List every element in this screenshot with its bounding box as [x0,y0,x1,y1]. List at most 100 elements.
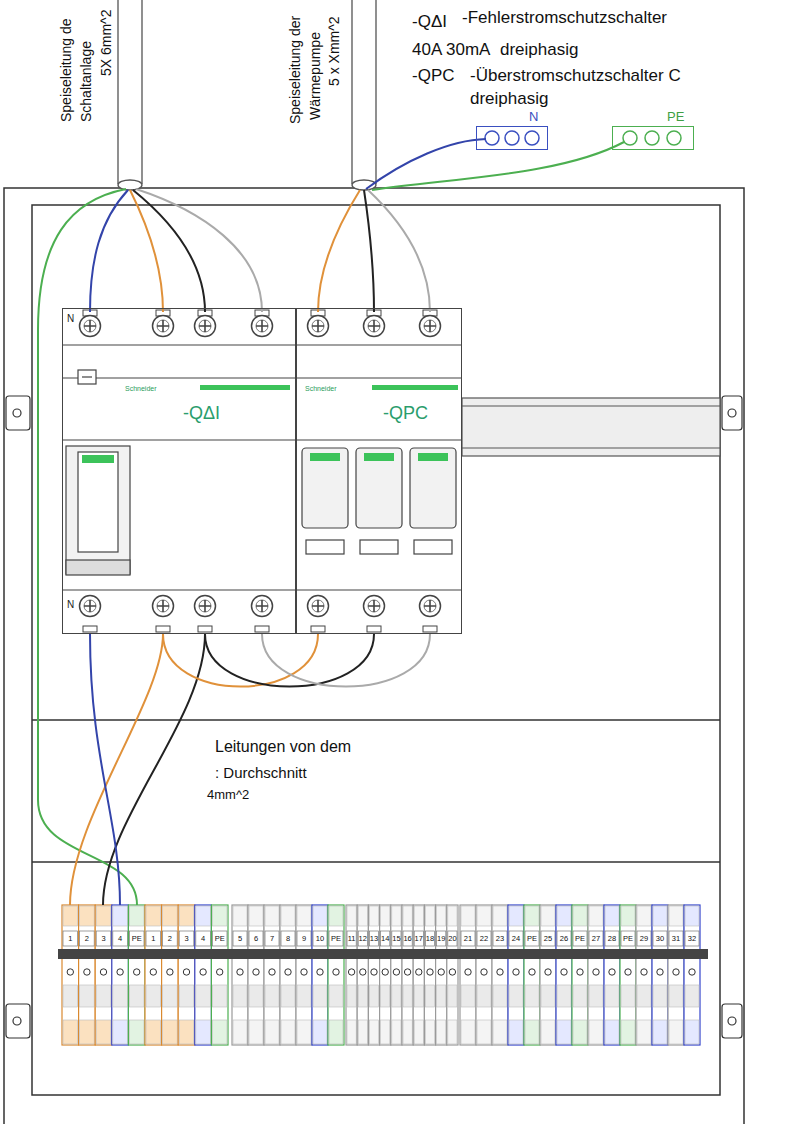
terminal-screw [183,969,189,975]
terminal-top [281,906,295,926]
terminal-body [636,905,652,1045]
terminal-number-field [281,931,295,946]
terminal-number: PE [211,931,228,946]
terminal-number: 21 [460,931,476,946]
terminal-lower [437,985,446,1007]
terminal-number-holder: PE [328,931,344,946]
breaker-device: Schneider-QPC [296,308,462,634]
terminal-lower [146,985,161,1007]
terminal-bottom [461,1020,475,1044]
terminal-number-field [573,931,587,946]
terminal-lower [557,985,571,1007]
wire-size-holder: 4mm^2 [207,788,249,803]
terminal-screw [689,969,695,975]
terminal-bottom [637,1020,651,1044]
terminal-top [589,906,603,926]
terminal-screw [217,969,223,975]
terminal-lower [448,985,457,1007]
terminal-screw [529,969,535,975]
terminal-number: 7 [264,931,280,946]
terminal-top [329,906,343,926]
terminal-number: PE [524,931,540,946]
terminal-top [113,906,128,926]
terminal-lower [637,985,651,1007]
device-tag-note: -QΔI [412,12,447,32]
device-tag-note: -QPC [412,66,455,86]
terminal-number: 2 [79,931,96,946]
terminal-number: 20 [447,931,458,946]
device-tag-holder: -QPC [383,403,428,424]
terminal-screw [438,969,444,975]
terminal-lower [477,985,491,1007]
terminal-number-holder: PE [128,931,145,946]
terminal-screw [200,969,206,975]
busbar-label-holder: N [529,110,538,125]
terminal-screw [117,969,123,975]
terminal-screw [100,969,106,975]
device-description: dreiphasig [470,89,548,109]
terminal-bottom [392,1020,401,1044]
terminal-lower [179,985,194,1007]
cable-label-holder: Speiseleitung de [58,18,74,122]
terminal-number-field [621,931,635,946]
terminal-top [196,906,211,926]
terminal-number-holder: 31 [668,931,684,946]
terminal-number: 5 [232,931,248,946]
terminal-number-holder: 22 [476,931,492,946]
terminal-body [346,905,357,1045]
terminal-number-holder: 3 [178,931,195,946]
terminal-body [391,905,402,1045]
terminal-body [380,905,391,1045]
terminal-number-holder: 1 [62,931,79,946]
terminal-body [162,905,179,1045]
terminal-lower [509,985,523,1007]
terminal-body [652,905,668,1045]
terminal-body [328,905,344,1045]
terminal-bottom [297,1020,311,1044]
terminal-screw [237,969,243,975]
terminal-bottom [281,1020,295,1044]
terminal-body [178,905,195,1045]
terminal-lower [493,985,507,1007]
brand-text-holder: Schneider [125,385,157,393]
terminal-bottom [381,1020,390,1044]
busbar-holes [485,131,539,145]
terminal-top [573,906,587,926]
device-description: dreiphasig [500,40,578,60]
terminal-screws [80,316,441,617]
terminal-screw [67,969,73,975]
terminal-lower [196,985,211,1007]
device-tag-holder: -QΔI [183,403,220,424]
terminal-lower [80,985,95,1007]
wire-note-holder: Leitungen von dem [215,738,351,756]
terminal-body [684,905,700,1045]
device-tag: -QΔI [183,403,220,424]
terminal-top [129,906,144,926]
terminal-number-field [637,931,651,946]
terminal-number-holder: 26 [556,931,572,946]
terminal-lower [392,985,401,1007]
terminal-top [63,906,78,926]
device-tag-note-holder: -QΔI [412,12,447,32]
terminal-screw [150,969,156,975]
terminal-lower [233,985,247,1007]
terminal-body [195,905,212,1045]
wire-note-holder: : Durchschnitt [215,764,307,781]
terminal-top [557,906,571,926]
terminal-lower [685,985,699,1007]
terminal-number-holder: 25 [540,931,556,946]
terminal-bottom [605,1020,619,1044]
terminal-bottom [621,1020,635,1044]
cable-label: Speiseleitung de [58,18,74,122]
wires [38,139,624,905]
terminal-body [296,905,312,1045]
terminal-number-field [329,931,343,946]
terminal-number-field [461,931,475,946]
device-description: -Überstromschutzschalter C [470,66,681,86]
terminal-top [358,906,367,926]
wire-note: : Durchschnitt [215,764,307,781]
terminal-top [392,906,401,926]
terminal-body [556,905,572,1045]
terminal-lower [265,985,279,1007]
